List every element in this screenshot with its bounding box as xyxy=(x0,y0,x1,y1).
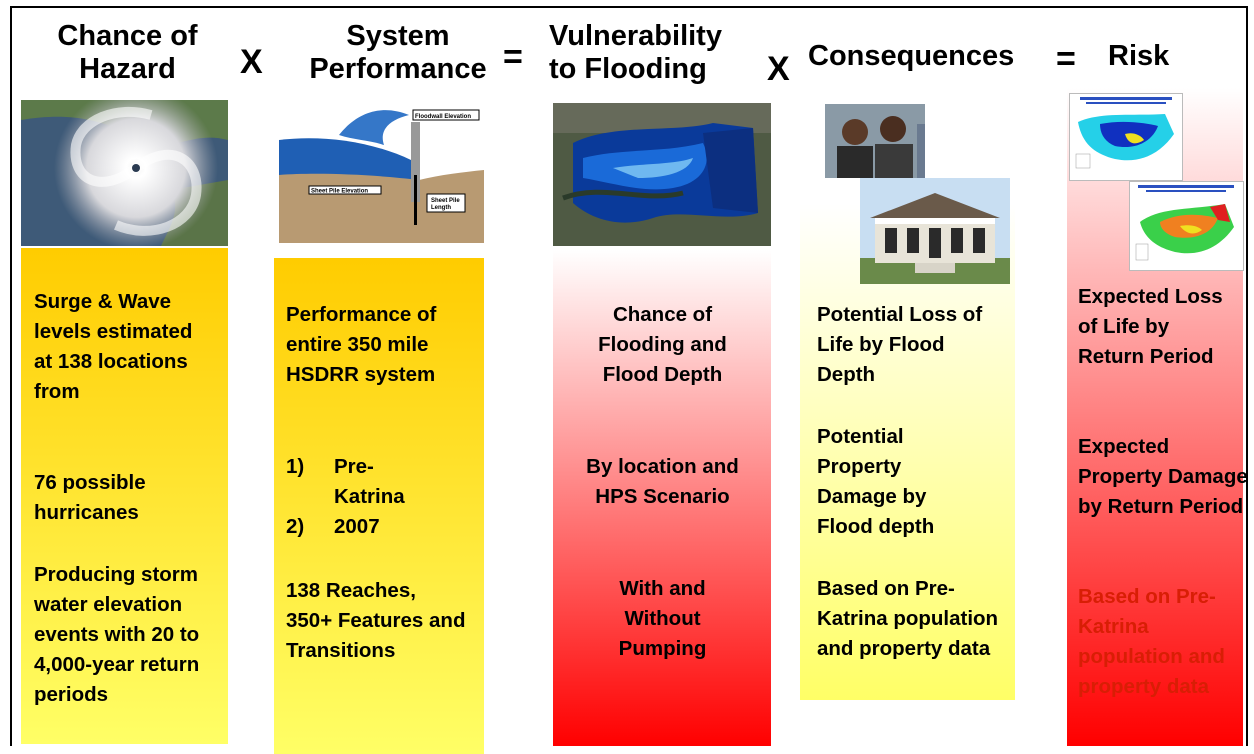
performance-list-item-2: 2) 2007 xyxy=(286,512,476,542)
performance-column xyxy=(274,258,484,754)
performance-list-text-2: 2007 xyxy=(334,515,380,538)
flood-depth-map-image xyxy=(553,103,771,246)
header-risk: Risk xyxy=(1108,40,1170,72)
header-performance-line1: System xyxy=(346,20,450,52)
floodwall-diagram-image: Floodwall Elevation Sheet Pile Elevation… xyxy=(279,100,484,243)
hazard-text-3: Producing storm water elevation events w… xyxy=(34,563,200,706)
people-photo-image xyxy=(825,104,925,178)
hurricane-satellite-image xyxy=(21,100,228,246)
header-performance: System Performance xyxy=(298,20,498,86)
risk-text-2: Expected Property Damage by Return Perio… xyxy=(1078,435,1248,518)
performance-list-num-1: 1) xyxy=(286,455,305,478)
header-performance-line2: Performance xyxy=(309,53,487,85)
header-hazard-line2: Hazard xyxy=(79,53,176,85)
header-hazard: Chance of Hazard xyxy=(30,20,225,86)
performance-list: 1) Pre-Katrina 2) 2007 xyxy=(286,452,476,542)
hazard-column xyxy=(21,248,228,744)
vulnerability-text-3: With and Without Pumping xyxy=(618,577,707,660)
loss-of-life-map-image xyxy=(1069,93,1183,181)
hazard-text-1: Surge & Wave levels estimated at 138 loc… xyxy=(34,290,193,403)
consequences-text-2: Potential Property Damage by Flood depth xyxy=(817,425,935,538)
risk-text-3: Based on Pre-Katrina population and prop… xyxy=(1078,585,1225,698)
property-damage-map-image xyxy=(1129,181,1244,271)
vulnerability-text-1: Chance of Flooding and Flood Depth xyxy=(598,303,727,386)
vulnerability-column xyxy=(553,250,771,746)
performance-intro: Performance of entire 350 mile HSDRR sys… xyxy=(286,303,437,386)
operator-multiply-2: X xyxy=(767,50,790,88)
hazard-text-2: 76 possible hurricanes xyxy=(34,471,146,524)
consequences-text-1: Potential Loss of Life by Flood Depth xyxy=(817,303,983,386)
operator-equals-2: = xyxy=(1056,40,1076,78)
header-hazard-line1: Chance of xyxy=(57,20,198,52)
operator-equals-1: = xyxy=(503,38,523,76)
sheet-pile-label: Sheet Pile xyxy=(431,198,460,204)
header-vulnerability-line2: to Flooding xyxy=(549,53,707,85)
header-vulnerability: Vulnerability to Flooding xyxy=(549,20,764,86)
consequences-column xyxy=(800,204,1015,700)
performance-list-item-1: 1) Pre-Katrina xyxy=(286,452,476,512)
vulnerability-text-2: By location and HPS Scenario xyxy=(586,455,739,508)
sheet-pile-elevation-label: Sheet Pile Elevation xyxy=(311,189,368,195)
sheet-pile-length-label: Length xyxy=(431,205,451,211)
operator-multiply-1: X xyxy=(240,43,263,81)
floodwall-elevation-label: Floodwall Elevation xyxy=(415,114,471,120)
risk-text-1: Expected Loss of Life by Return Period xyxy=(1078,285,1223,368)
performance-list-num-2: 2) xyxy=(286,515,305,538)
performance-outro: 138 Reaches, 350+ Features and Transitio… xyxy=(286,579,466,662)
header-consequences: Consequences xyxy=(808,40,1015,72)
consequences-text-3: Based on Pre-Katrina population and prop… xyxy=(817,577,999,660)
header-vulnerability-line1: Vulnerability xyxy=(549,20,722,52)
house-photo-image xyxy=(860,178,1010,284)
performance-list-text-1: Pre-Katrina xyxy=(334,455,405,508)
